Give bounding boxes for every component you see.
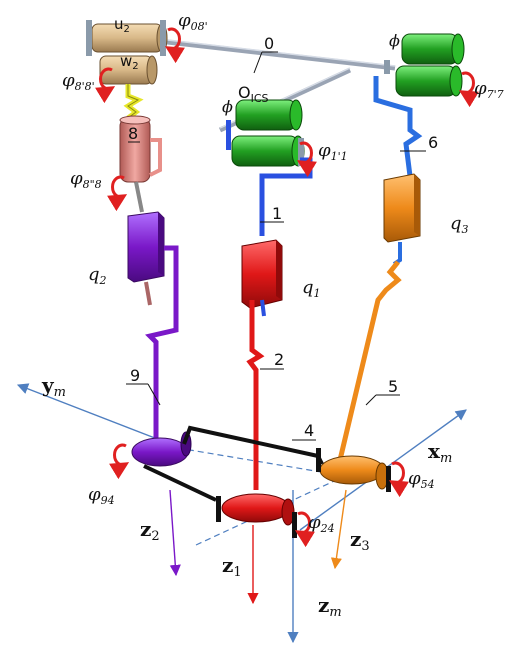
svg-text:2: 2 (274, 350, 284, 369)
label-xm: xm (428, 439, 452, 466)
rot-arrow-11 (296, 141, 317, 178)
green-cylinder-77 (395, 65, 463, 97)
label-phi-54: φ54 (408, 468, 435, 491)
orange-prismatic-q3 (383, 173, 421, 266)
label-phi-24: φ24 (308, 512, 335, 535)
tan-cylinder-u2 (86, 20, 168, 56)
svg-text:ym: ym (41, 373, 66, 400)
label-phi-mid: ϕ (222, 97, 233, 116)
label-link-8: 8 (128, 124, 138, 143)
label-u2: u2 (114, 15, 130, 35)
label-phi-top-right: ϕ (389, 31, 400, 50)
red-link-2 (246, 300, 265, 490)
svg-text:φ94: φ94 (88, 484, 115, 507)
orange-joint-54 (319, 455, 391, 492)
label-q1: q1 (302, 277, 321, 300)
label-z3: z3 (350, 527, 370, 554)
svg-text:zm: zm (318, 593, 342, 620)
rot-arrow-54 (388, 461, 409, 498)
svg-text:1: 1 (272, 204, 282, 223)
orange-link-5 (337, 260, 402, 461)
svg-text:z1: z1 (222, 553, 242, 580)
svg-text:6: 6 (428, 133, 438, 152)
svg-text:φ7'7: φ7'7 (474, 78, 504, 101)
label-phi-08: φ08' (178, 10, 208, 33)
svg-text:w2: w2 (120, 52, 139, 72)
rotation-arrows (95, 27, 479, 548)
green-cylinder-11 (226, 120, 305, 167)
leader-lines (126, 51, 426, 441)
svg-text:9: 9 (130, 366, 140, 385)
svg-text:u2: u2 (114, 15, 130, 35)
svg-text:q1: q1 (302, 277, 321, 300)
purple-link-9 (145, 245, 179, 440)
blue-link-6 (373, 76, 423, 177)
label-o-ics: OICS (238, 83, 269, 105)
svg-text:z3: z3 (350, 527, 370, 554)
svg-text:OICS: OICS (238, 83, 269, 105)
label-phi-11: φ1'1 (318, 140, 348, 163)
label-link-0: 0 (264, 34, 274, 53)
rot-arrow-08 (164, 27, 185, 64)
yellow-link (123, 84, 144, 120)
pink-cylinder-8 (119, 115, 162, 183)
svg-text:4: 4 (304, 421, 314, 440)
rot-arrow-88top (95, 67, 116, 104)
rot-arrow-94 (109, 443, 130, 480)
label-z1: z1 (222, 553, 242, 580)
purple-joint-94 (131, 431, 192, 467)
label-link-6: 6 (428, 133, 438, 152)
label-phi-77: φ7'7 (474, 78, 504, 101)
svg-text:φ08': φ08' (178, 10, 208, 33)
z2-arrow (169, 489, 181, 577)
svg-text:φ8'8': φ8'8' (62, 70, 95, 93)
svg-text:ϕ: ϕ (222, 97, 233, 116)
label-phi-88-top: φ8'8' (62, 70, 95, 93)
label-ym: ym (41, 373, 66, 400)
red-prismatic-q1 (241, 239, 283, 317)
label-link-4: 4 (304, 421, 314, 440)
svg-text:q2: q2 (88, 264, 107, 287)
label-zm: zm (318, 593, 342, 620)
rot-arrow-77 (458, 71, 479, 108)
z3-arrow (330, 489, 347, 570)
label-w2: w2 (120, 52, 139, 72)
label-link-9: 9 (130, 366, 140, 385)
svg-text:z2: z2 (140, 517, 160, 544)
link-8-to-q2 (134, 181, 144, 213)
blue-link-1 (259, 157, 313, 236)
rot-arrow-24 (294, 511, 315, 548)
label-phi-94: φ94 (88, 484, 115, 507)
svg-text:φ1'1: φ1'1 (318, 140, 348, 163)
label-link-1: 1 (272, 204, 282, 223)
base-link-4 (143, 425, 324, 502)
rot-arrow-8-8 (107, 175, 128, 212)
svg-text:5: 5 (388, 377, 398, 396)
label-phi-8-8: φ8"8 (70, 168, 102, 191)
label-link-2: 2 (274, 350, 284, 369)
svg-text:q3: q3 (450, 213, 469, 236)
svg-text:0: 0 (264, 34, 274, 53)
green-cylinder-ics (235, 99, 303, 131)
label-q2: q2 (88, 264, 107, 287)
label-z2: z2 (140, 517, 160, 544)
green-cylinder-top-right (384, 33, 465, 74)
label-link-5: 5 (388, 377, 398, 396)
svg-text:xm: xm (428, 439, 452, 466)
svg-text:φ8"8: φ8"8 (70, 168, 102, 191)
red-joint-24 (216, 493, 297, 538)
svg-text:8: 8 (128, 124, 138, 143)
purple-prismatic-q2 (127, 211, 165, 306)
svg-text:ϕ: ϕ (389, 31, 400, 50)
svg-text:φ24: φ24 (308, 512, 335, 535)
axis-ym (16, 383, 161, 441)
label-q3: q3 (450, 213, 469, 236)
svg-text:φ54: φ54 (408, 468, 435, 491)
